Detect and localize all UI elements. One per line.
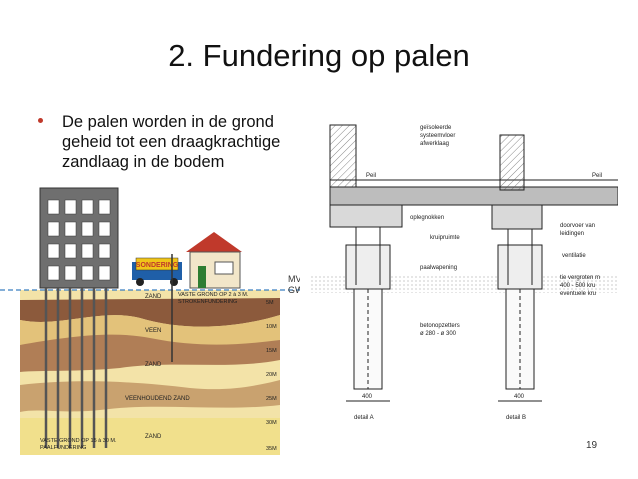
- floor-slab: [329, 186, 618, 206]
- depth-label: 15M: [266, 348, 277, 354]
- note-bottom-2: PAALFUNDERING: [40, 445, 86, 451]
- depth-label: 5M: [266, 300, 274, 306]
- depth-label: 25M: [266, 396, 277, 402]
- label-vergroten-2: 400 - 500 kru: [560, 283, 595, 289]
- wall-middle: [499, 134, 525, 191]
- label-oplegnokken: oplegnokken: [410, 215, 444, 221]
- layer-label: ZAND: [145, 434, 162, 440]
- layer-label: ZAND: [145, 362, 162, 368]
- layer-veenhoudend-zand: [20, 380, 280, 412]
- depth-label: 35M: [266, 446, 277, 452]
- dimension-label-b: 400: [514, 394, 525, 400]
- note-top-2: STROKENFUNDERING: [178, 299, 237, 305]
- depth-label: 10M: [266, 324, 277, 330]
- technical-section-drawing: Peil Peil geïsoleerde systeemvloer afwer…: [310, 124, 618, 421]
- label-gws: GWS: [288, 285, 300, 295]
- beam-left: [329, 204, 403, 228]
- layer-zand-bottom: [20, 418, 280, 455]
- sondering-sign-bg: [135, 257, 179, 271]
- truck-wheel: [136, 278, 144, 286]
- label-betonopzetters: betonopzetters: [420, 323, 460, 329]
- label-vergroten-3: eventuele kru: [560, 291, 596, 297]
- house-door: [198, 266, 206, 288]
- bullet-marker: [38, 118, 43, 123]
- layer-label: VEENHOUDEND ZAND: [125, 396, 190, 402]
- callout: geïsoleerde: [420, 125, 452, 131]
- house-roof: [186, 232, 242, 252]
- slide-number: 19: [586, 440, 598, 451]
- detail-label-a: detail A: [354, 415, 374, 421]
- label-leidingen: leidingen: [560, 231, 584, 237]
- label-diameter: ø 280 - ø 300: [420, 331, 457, 337]
- bullet-text: De palen worden in de grond geheid tot e…: [62, 113, 281, 171]
- house-window: [214, 261, 234, 275]
- layer-label: VEEN: [145, 328, 161, 334]
- label-mv: MV: [288, 274, 300, 284]
- label-ventilatie: ventilatie: [562, 253, 586, 259]
- detail-label-b: detail B: [506, 415, 526, 421]
- building-windows: [47, 199, 111, 281]
- label-kruipruimte: kruipruimte: [430, 235, 460, 241]
- layer-veen: [20, 334, 280, 372]
- label-peil-right: Peil: [592, 173, 602, 179]
- pile-cap-a: [345, 244, 391, 290]
- slide-title: 2. Fundering op palen: [168, 38, 470, 73]
- foundation-piles: [44, 288, 108, 448]
- callout: systeemvloer: [420, 133, 455, 139]
- layer-label: ZAND: [145, 294, 162, 300]
- callout: afwerklaag: [420, 141, 449, 147]
- dimension-label-a: 400: [362, 394, 373, 400]
- pile-cap-b: [497, 244, 543, 290]
- note-top: VASTE GROND OP 2 à 3 M.: [178, 292, 249, 298]
- depth-label: 30M: [266, 420, 277, 426]
- label-vergroten: tie vergroten m: [560, 275, 600, 281]
- label-doorvoer: doorvoer van: [560, 223, 595, 229]
- soil-profile-diagram: SONDERING MV GWS ZAND VEEN ZAND VEENHOUD…: [0, 187, 300, 455]
- label-peil-left: Peil: [366, 173, 376, 179]
- sondering-sign: SONDERING: [136, 262, 179, 269]
- layer-veen-top: [20, 298, 280, 327]
- depth-label: 20M: [266, 372, 277, 378]
- beam-right: [491, 204, 543, 230]
- truck-wheel: [170, 278, 178, 286]
- label-paalwapening: paalwapening: [420, 265, 457, 271]
- note-bottom: VASTE GROND OP 15 à 30 M.: [40, 438, 117, 444]
